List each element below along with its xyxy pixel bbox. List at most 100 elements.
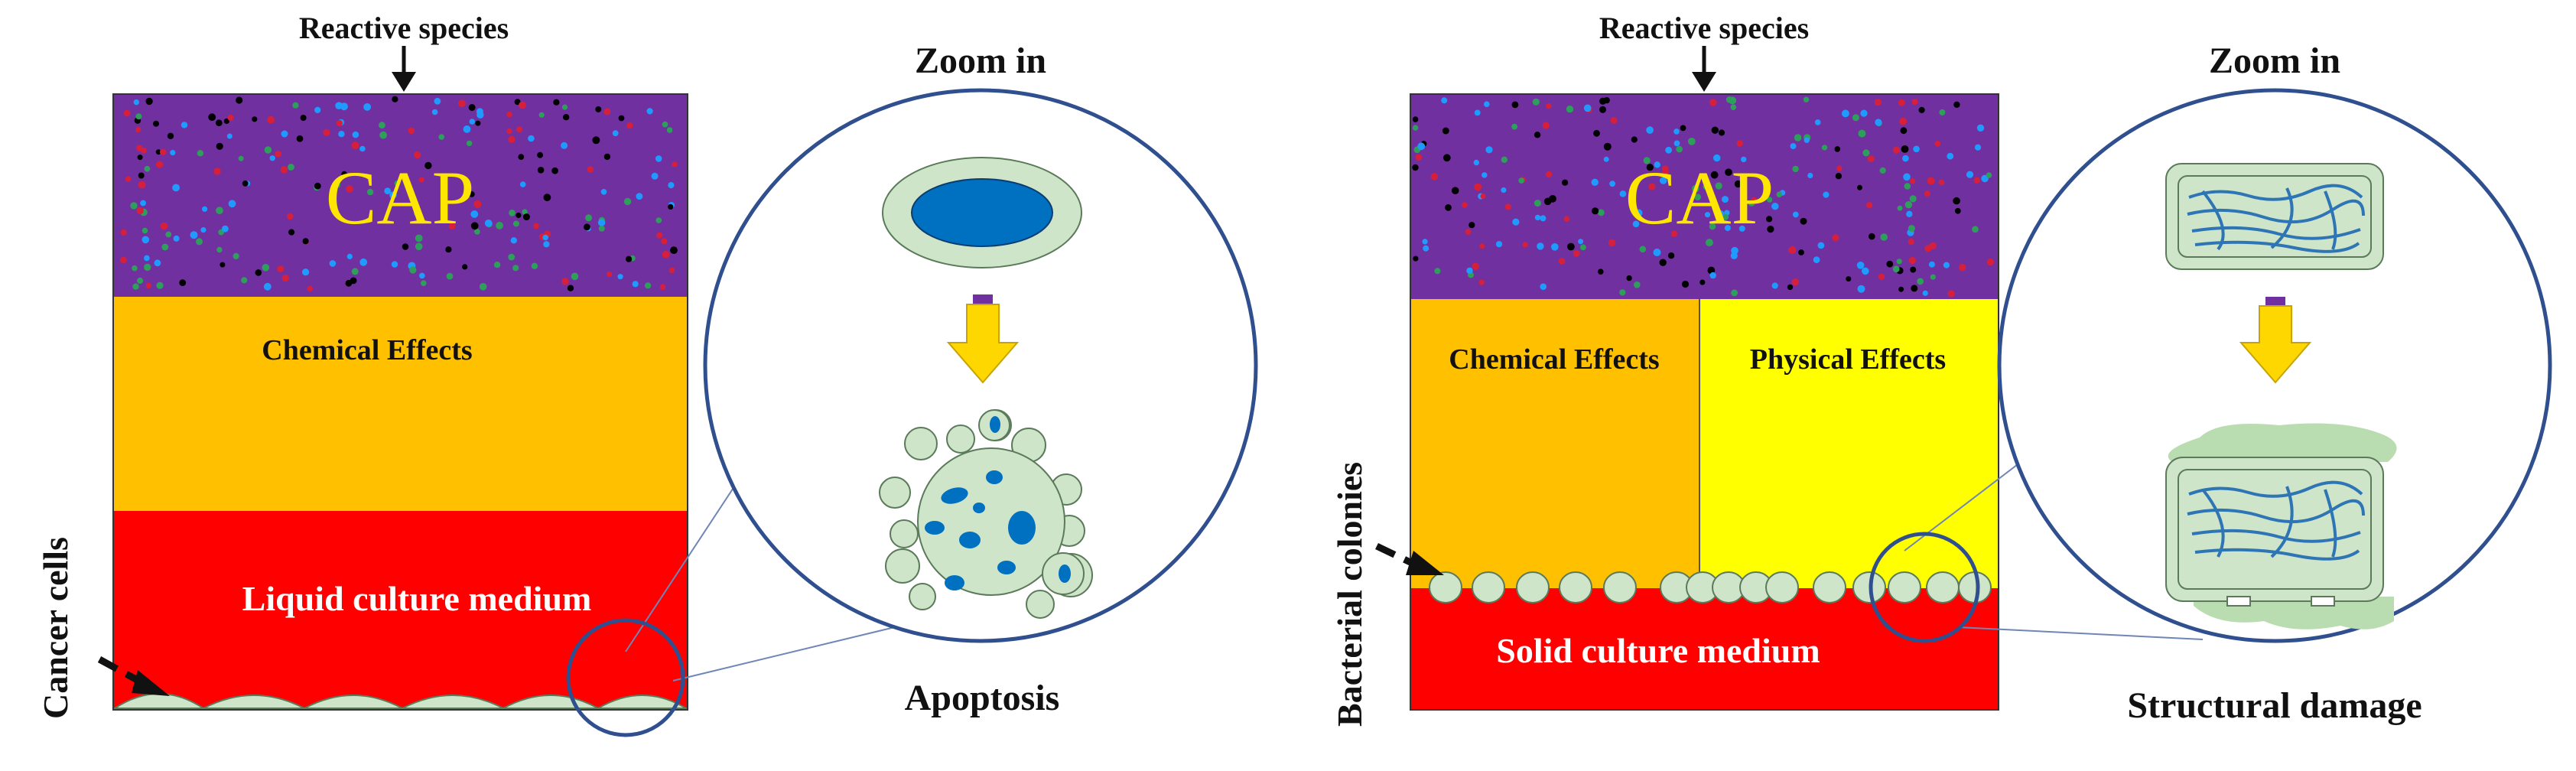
reactive-particle [216, 142, 223, 150]
reactive-particle [571, 272, 579, 281]
reactive-particle [141, 147, 147, 154]
reactive-particle [1738, 225, 1745, 232]
reactive-particle [1665, 146, 1673, 154]
reactive-particle [1704, 212, 1711, 218]
right-cap-region [1410, 94, 1999, 299]
reactive-particle [1546, 171, 1553, 178]
reactive-particle [1705, 239, 1713, 247]
reactive-particle [159, 148, 167, 155]
reactive-particle [1938, 179, 1945, 186]
reactive-particle [1966, 171, 1974, 178]
reactive-particle [670, 246, 678, 254]
reactive-particle [1939, 109, 1946, 115]
reactive-particle [1495, 241, 1503, 248]
reactive-particle [516, 212, 522, 219]
reactive-particle [1442, 154, 1451, 162]
reactive-particle [1856, 262, 1865, 269]
reactive-particle [1947, 290, 1955, 298]
reactive-particle [1880, 233, 1888, 241]
reactive-particle [656, 232, 663, 239]
reactive-particle [1540, 283, 1547, 291]
reactive-particle [1836, 165, 1843, 171]
reactive-particle [197, 150, 204, 157]
reactive-particle [1566, 106, 1574, 113]
reactive-particle [1709, 99, 1717, 106]
reactive-particle [531, 262, 538, 269]
colonies-pointer-icon [1375, 542, 1444, 575]
reactive-particle [1673, 140, 1680, 147]
intact-bacterium [2165, 163, 2384, 270]
reactive-particle [1986, 259, 1994, 266]
reactive-particle [155, 149, 161, 155]
bacterial-colony [1429, 571, 1462, 603]
reactive-particle [1722, 196, 1729, 203]
reactive-particle [402, 243, 409, 250]
reactive-particle [352, 131, 359, 138]
reactive-particle [1924, 245, 1932, 252]
right-chemical-effects-region [1410, 299, 1699, 588]
reactive-particle [1898, 99, 1905, 106]
reactive-particle [314, 182, 321, 190]
reactive-particle [144, 165, 151, 172]
reactive-particle [379, 122, 385, 129]
reactive-particle [479, 283, 487, 291]
reactive-particle [220, 262, 226, 268]
reactive-particle [181, 122, 188, 128]
reactive-particle [389, 191, 397, 199]
reactive-particle [408, 127, 415, 135]
reactive-particle [1692, 184, 1699, 193]
reactive-particle [410, 200, 417, 207]
reactive-particle [413, 151, 421, 159]
reactive-particle [1422, 239, 1428, 245]
reactive-particle [351, 142, 359, 150]
reactive-particle [135, 127, 141, 133]
reactive-particle [595, 106, 602, 112]
reactive-particle [145, 282, 151, 289]
reactive-particle [632, 281, 639, 288]
reactive-particle [469, 119, 475, 125]
reactive-particle [394, 181, 401, 187]
reactive-particle [346, 253, 353, 259]
reactive-particle [1660, 177, 1667, 184]
reactive-particle [537, 167, 545, 174]
reactive-particle [1709, 272, 1716, 279]
reactive-particle [1717, 210, 1725, 217]
reactive-particle [468, 104, 476, 111]
reactive-particle [1681, 280, 1690, 288]
reactive-particle [1834, 146, 1841, 152]
reactive-particle [1473, 159, 1480, 166]
reactive-particle [1646, 164, 1654, 171]
reactive-particle [538, 112, 545, 118]
reactive-particle [1934, 141, 1941, 147]
reactive-particle [392, 96, 398, 102]
reactive-particle [1608, 239, 1616, 247]
reactive-particle [252, 116, 258, 122]
solid-culture-medium-label: Solid culture medium [1496, 631, 1820, 670]
cell-nucleus [911, 178, 1053, 247]
reactive-particle [170, 150, 176, 156]
healthy-cancer-cell [882, 157, 1082, 268]
reactive-particle [292, 102, 299, 109]
reactive-particle [1788, 246, 1797, 254]
reactive-particle [302, 268, 310, 276]
reactive-particle [1867, 155, 1875, 163]
reactive-particle [1501, 156, 1508, 163]
reactive-particle [424, 161, 432, 170]
reactive-particle [666, 127, 673, 133]
reactive-particle [1563, 216, 1570, 223]
reactive-particle [1862, 149, 1870, 157]
reactive-particle [1593, 129, 1600, 137]
reactive-particle [1878, 273, 1885, 281]
reactive-particle [1451, 187, 1459, 194]
reactive-particle [366, 188, 374, 196]
reactive-particle [241, 277, 248, 284]
left-reactive-particles [119, 96, 678, 291]
reactive-particle [603, 108, 611, 115]
reactive-particle [1715, 182, 1722, 190]
reactive-particle [1776, 191, 1783, 197]
reactive-particle [1573, 249, 1580, 257]
reactive-particle [508, 253, 516, 261]
reactive-particle [434, 97, 441, 105]
reactive-particle [597, 219, 606, 226]
reactive-particle [227, 114, 234, 122]
